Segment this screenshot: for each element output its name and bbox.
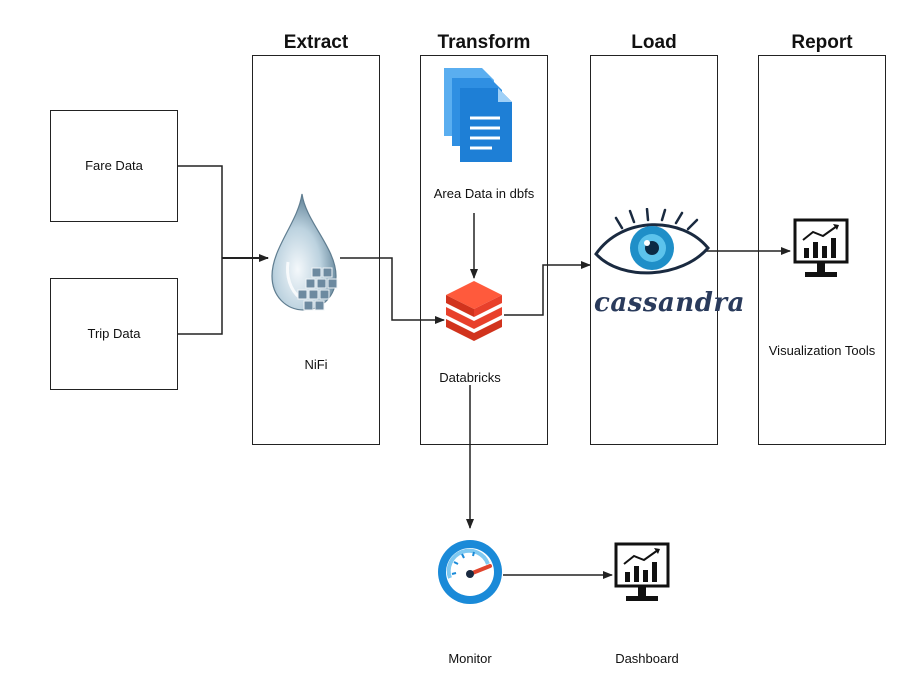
databricks-layers-icon xyxy=(446,281,502,341)
gauge-icon xyxy=(438,540,502,604)
edge-fare-to-nifi xyxy=(178,165,223,258)
edge-trip-to-nifi xyxy=(178,258,223,335)
chart-monitor-icon xyxy=(793,218,849,277)
area-data-label: Area Data in dbfs xyxy=(433,186,535,201)
edge-nifi-to-databricks xyxy=(340,257,445,324)
visualization-label: Visualization Tools xyxy=(768,343,876,358)
header-load: Load xyxy=(631,32,677,53)
databricks-label: Databricks xyxy=(439,370,501,385)
nifi-label: NiFi xyxy=(304,357,328,372)
fare-data-label: Fare Data xyxy=(85,158,143,173)
trip-data-box xyxy=(50,278,178,390)
cassandra-eye-icon xyxy=(594,208,710,275)
edge-databricks-to-cassandra xyxy=(504,261,591,316)
dashboard-chart-monitor-icon xyxy=(614,542,670,601)
dashboard-label: Dashboard xyxy=(615,651,679,666)
fare-data-box xyxy=(50,110,178,222)
trip-data-label: Trip Data xyxy=(87,326,141,341)
document-stack-icon xyxy=(444,68,512,162)
header-report: Report xyxy=(791,32,853,53)
water-drop-icon xyxy=(271,193,338,311)
cassandra-logo-text: cassandra xyxy=(594,288,745,318)
monitor-label: Monitor xyxy=(448,651,492,666)
header-extract: Extract xyxy=(283,32,349,53)
header-transform: Transform xyxy=(437,32,531,53)
